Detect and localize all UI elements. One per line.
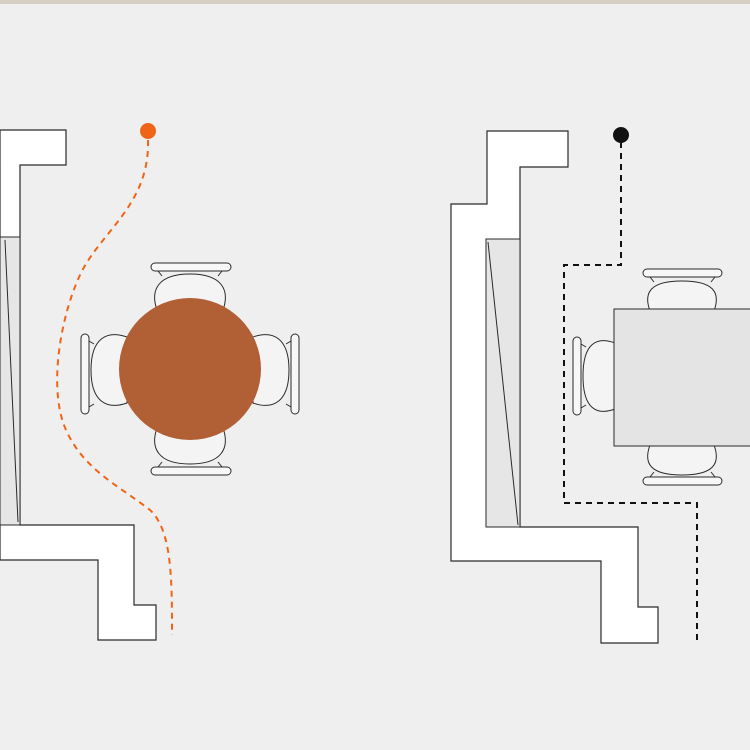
start-marker-round [140, 123, 156, 139]
plan-square-table [450, 127, 750, 644]
square-table [613, 308, 750, 447]
chair-left [80, 333, 128, 415]
walk-path-square [563, 142, 698, 640]
walk-path-round [56, 139, 173, 636]
photo-edge-strip [0, 0, 750, 4]
right-counter-diagonal [487, 241, 519, 526]
chair-left-right [572, 336, 616, 416]
start-marker-square [613, 127, 629, 143]
left-wall-outline [0, 129, 157, 641]
round-table [119, 298, 261, 440]
left-counter-diagonal [4, 239, 19, 523]
chair-right [252, 333, 300, 415]
chair-bottom-right [642, 444, 723, 486]
left-counter [0, 236, 21, 526]
plan-round-table [0, 123, 300, 641]
chair-top-right [642, 268, 723, 312]
